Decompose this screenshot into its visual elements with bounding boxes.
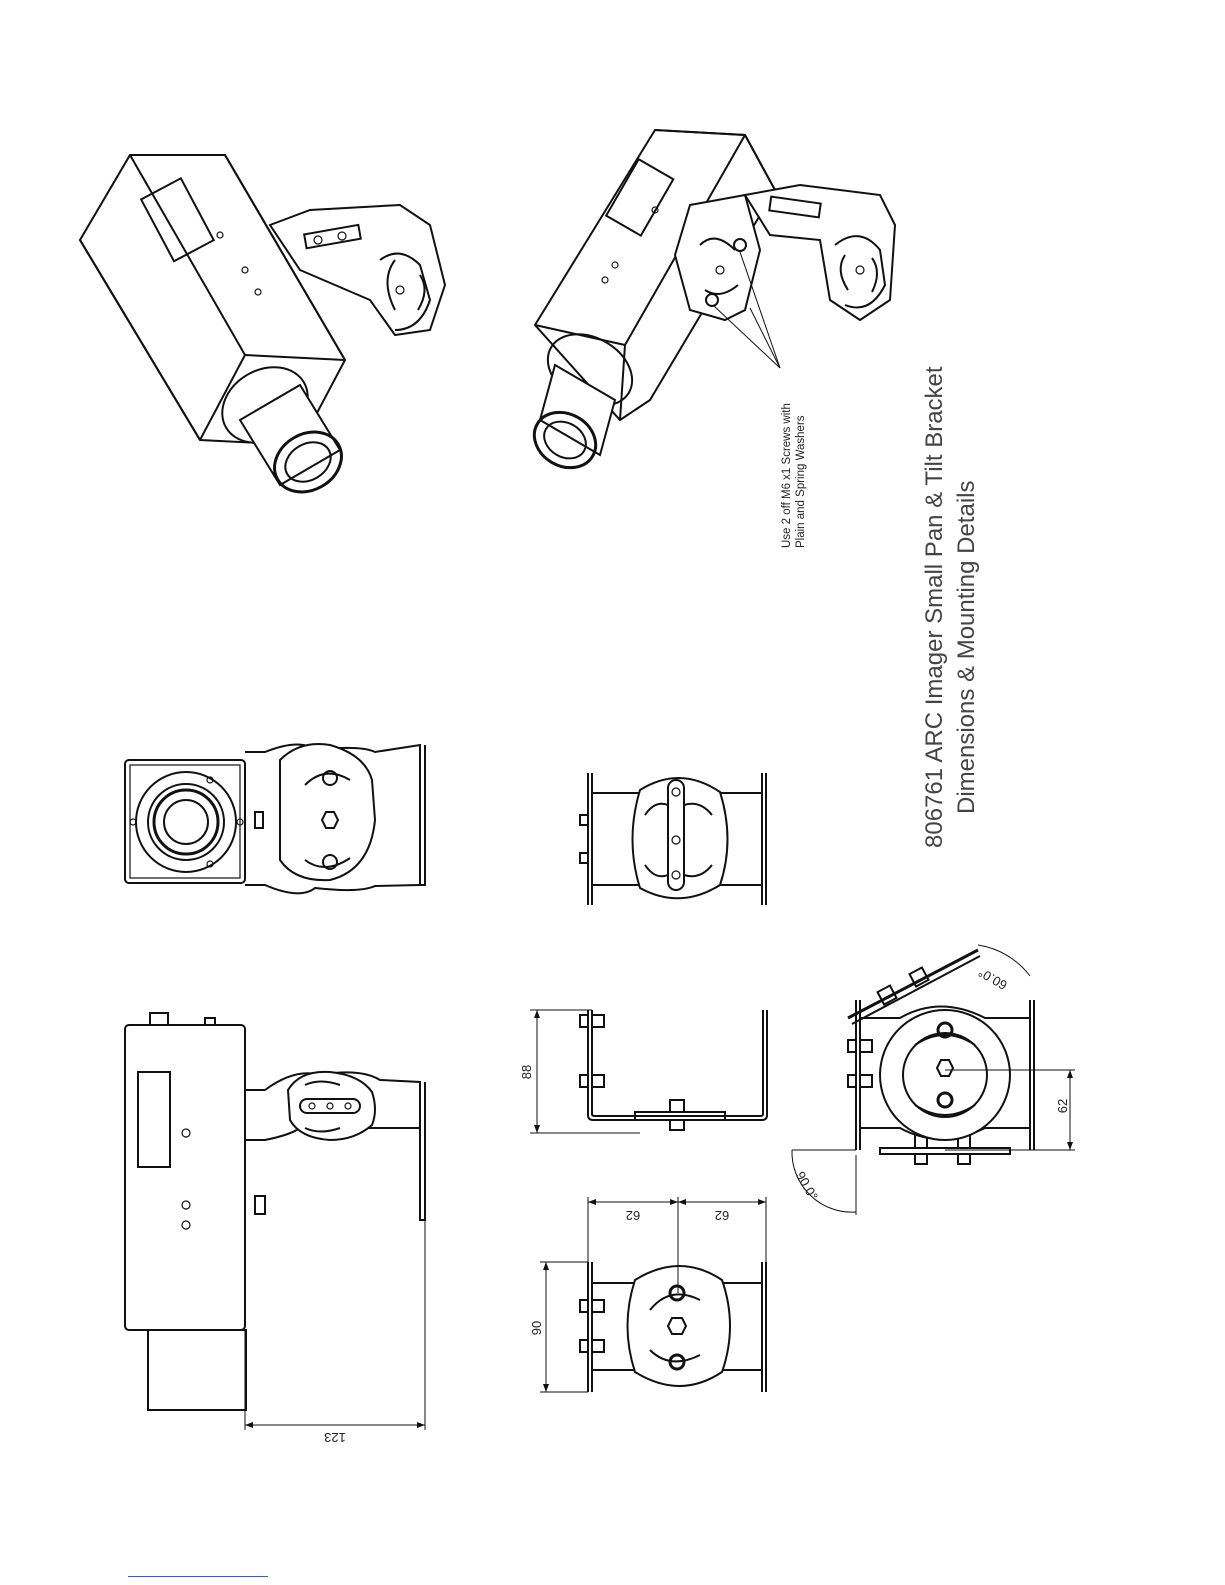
front-view-camera [125,744,425,893]
dimension-62-left: 62 [626,1208,640,1223]
tilt-range-view [792,945,1075,1215]
dimension-62-tilt: 62 [1055,1099,1070,1113]
bracket-side-view [530,1010,767,1133]
isometric-view-right [524,130,895,479]
note-line-1: Use 2 off M6 x1 Screws with [781,403,793,548]
note-line-2: Plain and Spring Washers [795,415,807,548]
angle-60: 60.0° [976,965,1010,993]
mounting-note: Use 2 off M6 x1 Screws with Plain and Sp… [781,403,807,548]
drawing-title: 806761 ARC Imager Small Pan & Tilt Brack… [921,366,980,848]
dimension-62-right: 62 [715,1208,729,1223]
bracket-top-view [580,773,766,905]
side-view-camera [125,1013,425,1430]
footer-link-underline[interactable] [128,1576,268,1577]
dimension-90: 90 [529,1321,544,1335]
dimension-88: 88 [519,1065,534,1079]
angle-90: 90.0° [793,1169,821,1203]
title-line-1: 806761 ARC Imager Small Pan & Tilt Brack… [921,366,948,848]
bracket-bottom-view [540,1197,766,1392]
title-line-2: Dimensions & Mounting Details [953,481,980,814]
isometric-view-left [80,155,445,504]
dimension-123: 123 [324,1430,346,1445]
